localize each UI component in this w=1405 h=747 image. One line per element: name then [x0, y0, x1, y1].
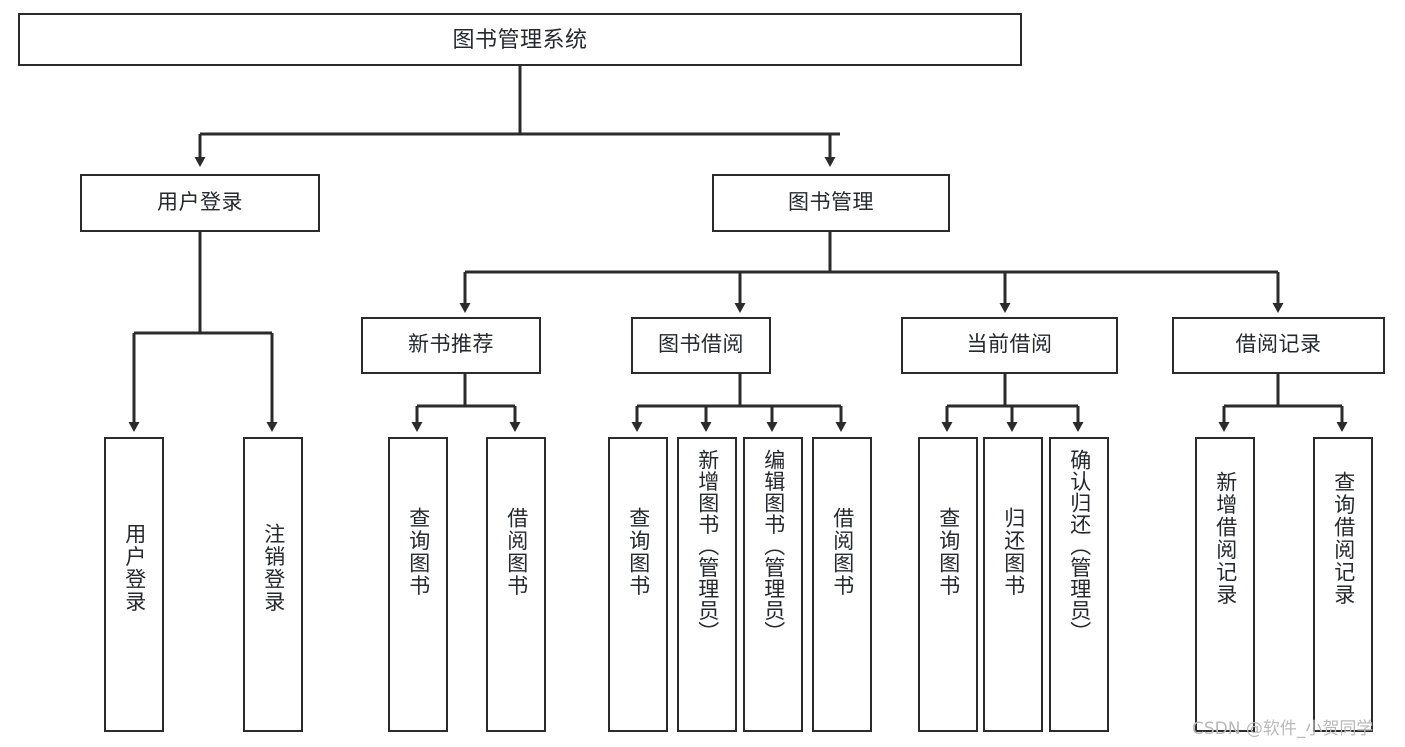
node-leaf-query-book-2-label: 查询图书 — [626, 507, 650, 597]
node-new-book-recommend-label: 新书推荐 — [408, 333, 494, 357]
node-leaf-add-record[interactable]: 新增借阅记录 — [1195, 437, 1255, 732]
node-leaf-edit-book[interactable]: 编辑图书（管理员） — [743, 437, 803, 732]
node-root[interactable]: 图书管理系统 — [18, 13, 1022, 66]
node-new-book-recommend[interactable]: 新书推荐 — [361, 317, 541, 374]
node-leaf-borrow-book-2-label: 借阅图书 — [830, 507, 854, 597]
node-current-borrow[interactable]: 当前借阅 — [901, 317, 1118, 374]
node-leaf-borrow-book-1[interactable]: 借阅图书 — [486, 437, 546, 732]
node-leaf-user-logout-label: 注销登录 — [261, 523, 285, 613]
node-leaf-query-book-2[interactable]: 查询图书 — [608, 437, 668, 732]
node-root-label: 图书管理系统 — [452, 26, 588, 52]
node-leaf-user-login[interactable]: 用户登录 — [104, 437, 164, 732]
node-leaf-query-book-3[interactable]: 查询图书 — [918, 437, 978, 732]
node-leaf-borrow-book-1-label: 借阅图书 — [504, 507, 528, 597]
node-leaf-query-book-1-label: 查询图书 — [406, 507, 430, 597]
node-leaf-confirm-return[interactable]: 确认归还（管理员） — [1049, 437, 1109, 732]
node-book-borrow-label: 图书借阅 — [658, 333, 744, 357]
node-leaf-add-record-label: 新增借阅记录 — [1213, 471, 1237, 606]
node-user-login[interactable]: 用户登录 — [80, 174, 320, 232]
node-leaf-query-book-3-label: 查询图书 — [936, 507, 960, 597]
node-leaf-borrow-book-2[interactable]: 借阅图书 — [812, 437, 872, 732]
node-leaf-confirm-return-label: 确认归还（管理员） — [1067, 449, 1091, 643]
node-leaf-add-book[interactable]: 新增图书（管理员） — [677, 437, 737, 732]
node-leaf-query-record-label: 查询借阅记录 — [1331, 471, 1355, 606]
csdn-watermark: CSDN @软件_小贺同学 — [1192, 719, 1374, 739]
node-book-manage[interactable]: 图书管理 — [712, 174, 950, 232]
node-book-manage-label: 图书管理 — [788, 190, 874, 214]
node-borrow-record[interactable]: 借阅记录 — [1172, 317, 1385, 374]
node-leaf-user-login-label: 用户登录 — [122, 523, 146, 613]
node-leaf-add-book-label: 新增图书（管理员） — [695, 449, 719, 643]
node-leaf-return-book-label: 归还图书 — [1001, 507, 1025, 597]
node-leaf-user-logout[interactable]: 注销登录 — [243, 437, 303, 732]
node-current-borrow-label: 当前借阅 — [966, 333, 1053, 357]
node-book-borrow[interactable]: 图书借阅 — [631, 317, 771, 374]
node-user-login-label: 用户登录 — [157, 190, 243, 214]
node-leaf-query-book-1[interactable]: 查询图书 — [388, 437, 448, 732]
node-leaf-edit-book-label: 编辑图书（管理员） — [761, 449, 785, 643]
node-borrow-record-label: 借阅记录 — [1235, 333, 1322, 357]
node-leaf-query-record[interactable]: 查询借阅记录 — [1313, 437, 1373, 732]
node-leaf-return-book[interactable]: 归还图书 — [983, 437, 1043, 732]
